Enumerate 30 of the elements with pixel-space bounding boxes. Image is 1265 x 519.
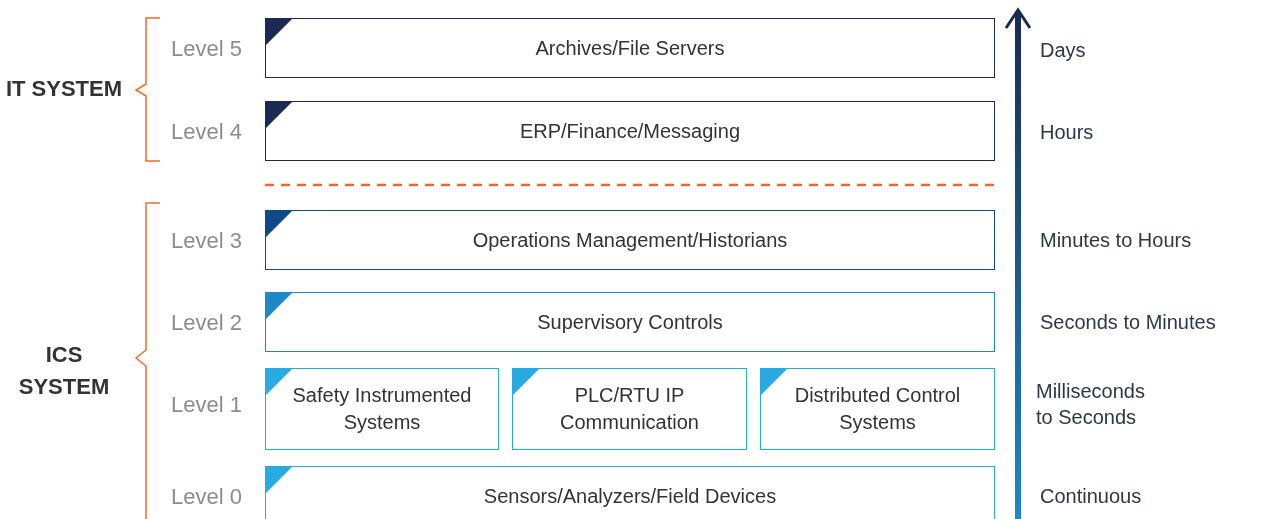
box-label: Safety Instrumented Systems xyxy=(291,383,473,435)
layer-box xyxy=(512,368,747,450)
layer-box xyxy=(265,466,995,519)
box-label: Sensors/Analyzers/Field Devices xyxy=(483,483,777,509)
time-label: Hours xyxy=(1040,120,1095,145)
time-label: Seconds to Minutes xyxy=(1040,310,1217,335)
box-label: Operations Management/Historians xyxy=(472,227,788,253)
layer-box xyxy=(760,368,995,450)
box-label: ERP/Finance/Messaging xyxy=(519,118,741,144)
box-label: PLC/RTU IP Communication xyxy=(559,383,700,435)
box-label: Archives/File Servers xyxy=(535,35,725,61)
time-label: Days xyxy=(1040,38,1087,63)
level-label: Level 2 xyxy=(170,308,243,337)
layer-box xyxy=(265,292,995,352)
level-label: Level 3 xyxy=(170,226,243,255)
layer-box xyxy=(265,368,499,450)
layer-box xyxy=(265,18,995,78)
box-label: Supervisory Controls xyxy=(537,309,723,335)
box-label: Distributed Control Systems xyxy=(793,383,962,435)
system-label: IT SYSTEM xyxy=(4,75,124,103)
level-label: Level 0 xyxy=(170,482,243,511)
layer-box xyxy=(265,210,995,270)
level-label: Level 4 xyxy=(170,117,243,146)
time-label: Continuous xyxy=(1040,484,1143,509)
layer-box xyxy=(265,101,995,161)
level-label: Level 1 xyxy=(170,390,243,419)
system-label: ICS SYSTEM xyxy=(17,341,111,401)
time-label: Minutes to Hours xyxy=(1040,228,1193,253)
time-label: Milliseconds to Seconds xyxy=(1036,379,1146,430)
level-label: Level 5 xyxy=(170,34,243,63)
